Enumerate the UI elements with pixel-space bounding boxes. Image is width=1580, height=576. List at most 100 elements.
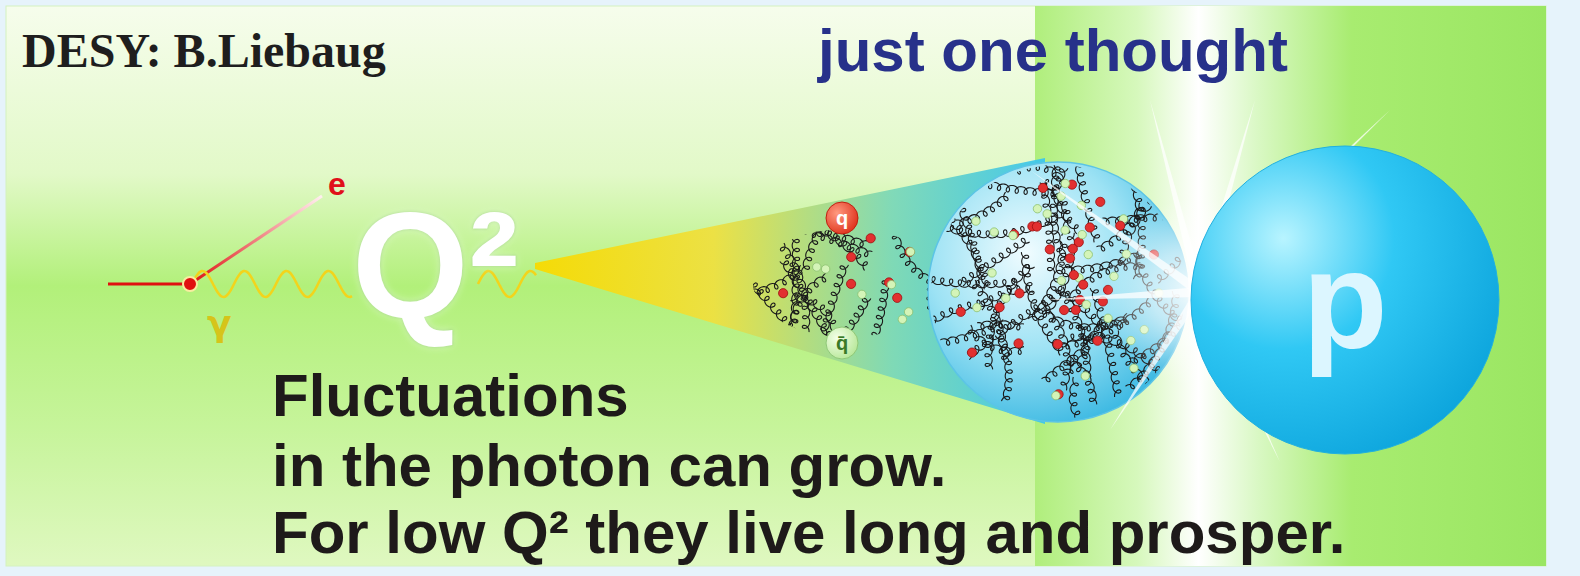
quark-dot [1068, 244, 1077, 253]
quark-dot [956, 307, 965, 316]
antiquark-dot [988, 269, 996, 277]
antiquark-dot [1052, 391, 1060, 399]
photon-wave [192, 271, 352, 297]
gluon-coil [869, 278, 889, 348]
quark-dot [1085, 223, 1094, 232]
antiquark-dot [973, 303, 981, 311]
antiquark-dot [821, 265, 829, 273]
flare-ray [1030, 170, 1203, 296]
gluon-coil [1052, 152, 1079, 234]
quark-dot [893, 293, 902, 302]
antiquark-ball: q̄ [825, 326, 859, 360]
gluon-coil [1042, 305, 1070, 390]
gluon-coil [768, 228, 810, 333]
quark-dot [1079, 280, 1088, 289]
quark-dot [995, 303, 1004, 312]
antiquark-dot [813, 263, 821, 271]
electron-line [190, 196, 322, 284]
caption-line: in the photon can grow. [272, 436, 946, 496]
gluon-coil [951, 192, 985, 283]
quark-dot [1038, 183, 1047, 192]
antiquark-dot [1078, 230, 1086, 238]
collision-panel [1035, 6, 1546, 566]
antiquark-dot [1043, 210, 1051, 218]
quark-dot [905, 247, 914, 256]
antiquark-dot [1061, 179, 1069, 187]
quark-dot [866, 234, 875, 243]
antiquark-dot [1002, 294, 1010, 302]
quark-dot [1071, 305, 1080, 314]
title: just one thought [818, 21, 1288, 81]
quark-dot [779, 289, 788, 298]
gluon-coil [1042, 346, 1085, 382]
gluon-coil [985, 264, 1035, 369]
antiquark-dot [1130, 364, 1138, 372]
antiquark-dot [972, 217, 980, 225]
quark-dot [1116, 221, 1125, 230]
antiquark-dot [1081, 372, 1089, 380]
gluon-coil [972, 280, 1009, 362]
antiquark-dot [1061, 226, 1069, 234]
ball-shape [826, 202, 858, 234]
gluon-coil [940, 212, 990, 290]
node-label: p [1302, 230, 1388, 370]
antiquark-dot [858, 290, 866, 298]
quark-dot [1014, 339, 1023, 348]
particle-label: γ [207, 306, 232, 342]
gluon-coil [919, 275, 1018, 288]
caption-line: Fluctuations [272, 366, 629, 426]
antiquark-dot [990, 228, 998, 236]
caption-line: For low Q² they live long and prosper. [272, 503, 1345, 563]
gluon-coil [903, 300, 985, 348]
particle-label: e [328, 168, 346, 200]
gluon-coil [735, 265, 802, 298]
quark-dot [1032, 222, 1041, 231]
gluon-coil [1060, 287, 1091, 377]
node-label: q̄ [836, 333, 848, 353]
quark-dot [1065, 254, 1074, 263]
gluon-coil [961, 174, 1057, 196]
antiquark-dot [1033, 205, 1041, 213]
momentum-label: Q² [352, 190, 519, 340]
quark-dot [846, 279, 855, 288]
gluon-coil [1064, 325, 1090, 373]
electron-line [108, 283, 190, 286]
quark-dot [967, 348, 976, 357]
gluon-coil [1011, 163, 1069, 184]
antiquark-dot [906, 248, 914, 256]
quark-dot [1069, 270, 1078, 279]
flare-ray [1110, 289, 1204, 430]
antiquark-dot [951, 289, 959, 297]
cluster-tangle [731, 213, 954, 371]
vertex-dot [183, 277, 197, 291]
quark-dot [1096, 197, 1105, 206]
antiquark-dot [887, 280, 895, 288]
flare-ray [1045, 287, 1200, 300]
antiquark-dot [1082, 300, 1090, 308]
proton-sphere: p [1190, 145, 1500, 455]
gluon-coil [1070, 357, 1097, 404]
quark-dot [1045, 245, 1054, 254]
antiquark-dot [904, 308, 912, 316]
antiquark-dot [898, 315, 906, 323]
ball-shape [826, 327, 858, 359]
gluon-coil [906, 320, 1003, 350]
quark-dot [1093, 336, 1102, 345]
gluon-coil [1069, 377, 1092, 436]
quark-dot [847, 252, 856, 261]
antiquark-dot [1084, 250, 1092, 258]
quark-ball: q [825, 201, 859, 235]
gluon-coil [956, 192, 1008, 226]
gluon-coil [968, 325, 1024, 355]
ball-shape [1191, 146, 1499, 454]
node-label: q [836, 208, 848, 228]
sphere-tangle [903, 152, 1208, 436]
quark-dot [1010, 230, 1019, 239]
antiquark-dot [1009, 231, 1017, 239]
green-panel [6, 6, 1546, 566]
antiquark-dot [1057, 276, 1065, 284]
gluon-coil [1054, 286, 1102, 329]
quark-dot [1059, 305, 1068, 314]
